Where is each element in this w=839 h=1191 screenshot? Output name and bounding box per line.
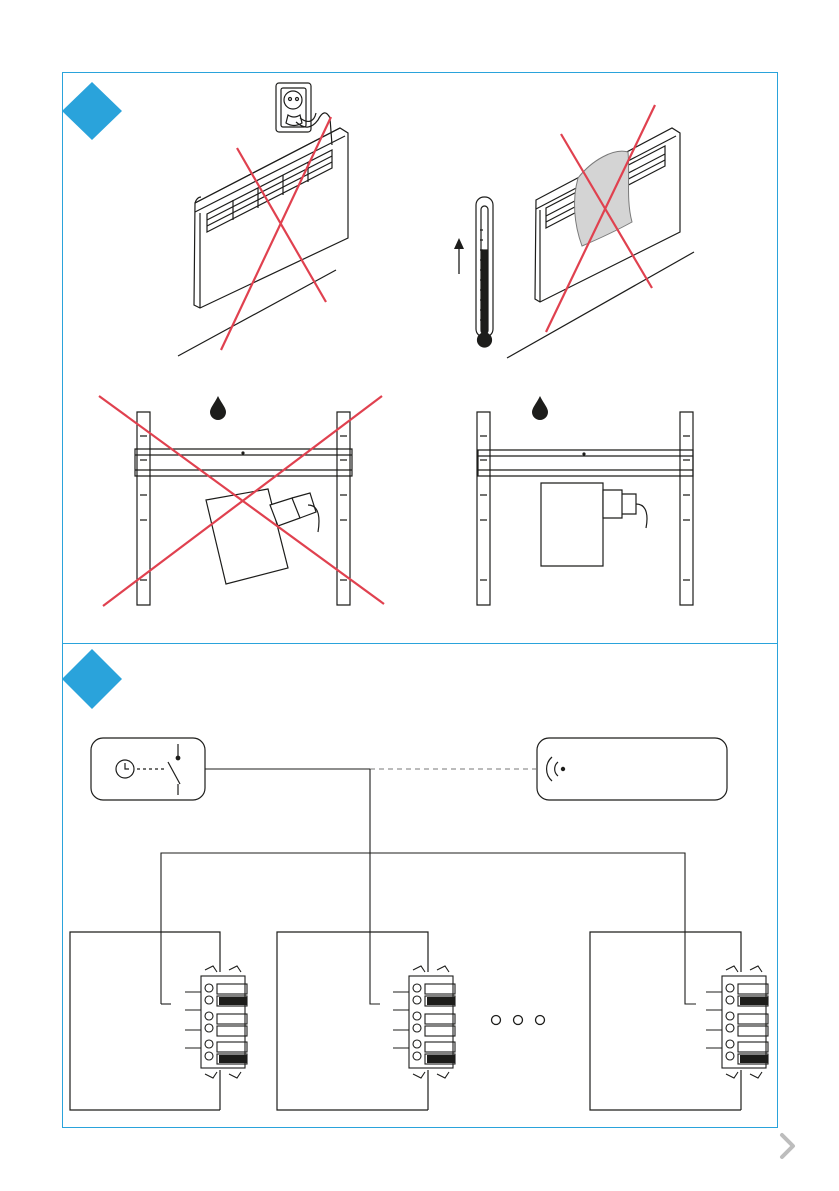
ellipsis-dots-icon bbox=[492, 1016, 545, 1025]
switch-contact-icon bbox=[168, 744, 180, 795]
water-drop-1-icon bbox=[210, 396, 226, 420]
heater-unit-n bbox=[590, 932, 741, 1110]
terminal-block-n-icon bbox=[706, 966, 768, 1078]
wireless-signal-icon bbox=[547, 757, 565, 781]
terminal-block-1-icon bbox=[185, 966, 247, 1078]
clock-icon bbox=[116, 760, 134, 778]
wall-socket-icon bbox=[276, 83, 332, 145]
heater-plugged-scene bbox=[178, 83, 348, 356]
thermometer-icon bbox=[476, 197, 493, 347]
section-badge-2-icon bbox=[62, 649, 122, 709]
heater-body bbox=[194, 128, 348, 308]
heater-unit-1 bbox=[70, 932, 220, 1110]
timer-switch bbox=[91, 738, 205, 800]
warning-cross-1-icon bbox=[221, 117, 331, 350]
wall-bracket-1 bbox=[135, 412, 352, 605]
terminal-block-2-icon bbox=[393, 966, 455, 1078]
chevron-right-icon[interactable] bbox=[782, 1135, 793, 1157]
towel-cover-icon bbox=[575, 151, 632, 246]
section-badge-1-icon bbox=[62, 82, 122, 140]
wall-bracket-2 bbox=[477, 412, 693, 605]
wireless-receiver bbox=[537, 738, 727, 800]
warning-cross-2-icon bbox=[546, 105, 655, 332]
temperature-up-arrow-icon bbox=[454, 238, 464, 274]
heater-unit-2 bbox=[277, 932, 428, 1110]
water-drop-2-icon bbox=[532, 396, 548, 420]
